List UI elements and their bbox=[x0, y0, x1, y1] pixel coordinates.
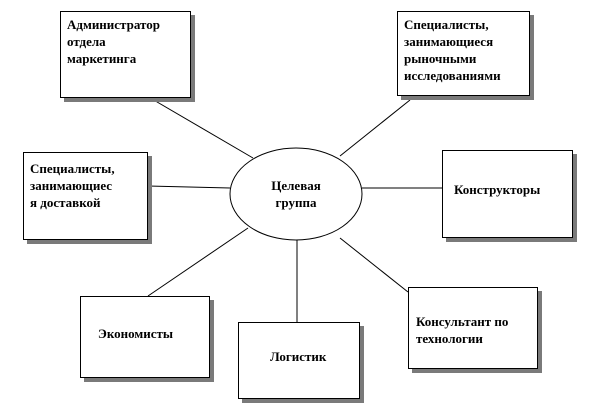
center-ellipse bbox=[229, 147, 363, 241]
connector-tech-consultant bbox=[339, 237, 409, 293]
connector-marketing-admin bbox=[139, 91, 254, 159]
node-logistician bbox=[238, 322, 360, 399]
node-market-research-label: Специалисты, занимающиеся рыночными иссл… bbox=[404, 17, 501, 83]
node-marketing-admin bbox=[60, 11, 191, 98]
node-designers-label: Конструкторы bbox=[454, 182, 541, 197]
node-market-research bbox=[397, 11, 530, 96]
node-economists bbox=[80, 296, 210, 378]
node-marketing-admin-label: Администратор отдела маркетинга bbox=[67, 17, 160, 66]
connector-delivery bbox=[147, 185, 231, 189]
node-logistician-label: Логистик bbox=[270, 349, 327, 364]
node-delivery bbox=[23, 152, 148, 240]
node-designers bbox=[442, 150, 573, 238]
node-economists-label: Экономисты bbox=[98, 326, 174, 341]
node-tech-consultant bbox=[408, 287, 538, 369]
connector-economists bbox=[147, 227, 249, 297]
node-delivery-label: Специалисты, занимающиес я доставкой bbox=[30, 161, 115, 210]
center-label: Целевая группа bbox=[271, 178, 321, 210]
connector-market-research bbox=[339, 99, 411, 157]
node-tech-consultant-label: Консультант по технологии bbox=[416, 314, 509, 346]
